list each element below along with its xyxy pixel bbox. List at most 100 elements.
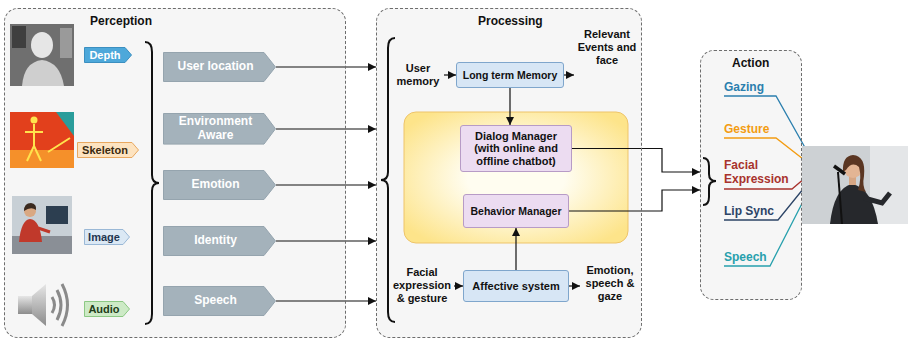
sensor-tag: Audio [84,301,130,317]
flow-connector [572,149,700,173]
speaker-icon [18,284,68,326]
process-label: Behavior Manager [469,205,563,217]
feature-arrow: User location [163,52,276,82]
flow-connector [276,66,376,67]
sensor-tag: Image [84,229,130,245]
feature-label: Speech [169,294,262,308]
sensor-label: Audio [87,303,121,316]
sensor-label: Skeleton [80,144,130,157]
shape-outline [164,171,276,200]
process-box: Affective system [463,270,569,302]
sensor-tag: Skeleton [77,142,139,158]
feature-arrow: Speech [163,286,276,316]
panel-title: Action [732,56,769,70]
bracket [703,158,716,205]
speaker-body [18,296,32,314]
feature-arrow: Identity [163,226,276,256]
shape-outline [85,302,130,317]
microphone [834,166,845,174]
skeleton-bones [25,124,70,161]
brackets [145,38,716,324]
flow-label: Emotion, speech & gaze [582,264,638,304]
monitor [46,206,68,224]
photo-ground [12,196,72,254]
skeleton-head [31,117,38,124]
process-label: Dialog Manager (with online and offline … [466,130,566,168]
leader-line [724,96,812,160]
shape-outline [164,53,276,82]
panel-ground [4,8,346,338]
speaker-cone [32,284,46,326]
action-label: Speech [724,250,798,264]
action-label: Facial Expression [724,158,794,187]
leader-line [724,184,812,266]
flow-connector [509,88,510,125]
shape-outline [85,48,132,63]
flow-arrows [444,75,580,286]
flow-connector [569,190,700,211]
person-arm [38,228,50,232]
process-box: Long term Memory [456,62,564,88]
skeleton-ground [10,112,74,168]
robot-body [830,184,878,224]
flow-connector [276,184,376,185]
action-label: Lip Sync [724,204,798,218]
flow-arrow [444,74,456,75]
process-box: Behavior Manager [463,194,569,228]
robot-hair [843,155,866,192]
sensor-tag: Depth [84,47,132,63]
sensor-label: Depth [87,49,123,62]
depth-image [10,24,74,86]
photo-ground [802,146,908,224]
robot-arm [864,193,890,203]
flow-label: Relevant Events and face [576,28,638,68]
panel-ground [376,8,642,338]
shape-outline [85,230,130,245]
mic-stand [838,172,842,224]
flow-connector [276,300,376,301]
depth-ground [10,24,74,86]
manager-panel [404,112,628,243]
panel-grounds [4,8,802,338]
skeleton-floor [10,150,74,168]
action-label: Gesture [724,122,798,136]
depth-figure [31,32,53,58]
depth-shadow [60,28,72,58]
process-label: Affective system [469,280,563,293]
shape-outline [164,287,276,316]
flow-arrow [454,285,463,286]
panel-ground [700,50,802,300]
stage-panel: PerceptionDepthSkeletonImageAudio User lo… [4,8,346,338]
feature-arrow: Environment Aware [163,113,276,145]
photo-wall [870,146,908,224]
feature-label: Emotion [169,178,262,192]
flow-connector [276,240,376,241]
panel-title: Perception [90,14,152,28]
flow-connector [276,128,376,129]
shape-outline [164,227,276,256]
robot-photo [802,146,908,224]
sound-waves [52,284,68,326]
depth-figure [22,60,64,86]
skeleton-image [10,112,74,168]
flow-arrow [569,285,580,286]
process-box: Dialog Manager (with online and offline … [460,125,572,172]
sensor-label: Image [87,231,121,244]
person-body [19,219,42,242]
feature-label: Environment Aware [169,115,262,143]
panel-title: Processing [478,14,543,28]
process-label: Long term Memory [462,69,558,81]
flow-arrow [564,74,574,75]
feature-arrow: Emotion [163,170,276,200]
flow-connector [515,228,516,270]
feature-label: Identity [169,234,262,248]
flow-label: Facial expression & gesture [390,266,454,306]
shape-outline [164,114,276,145]
flow-label: User memory [394,62,442,88]
skeleton-patch [56,112,74,136]
bracket [145,42,159,324]
feature-label: User location [169,60,262,74]
